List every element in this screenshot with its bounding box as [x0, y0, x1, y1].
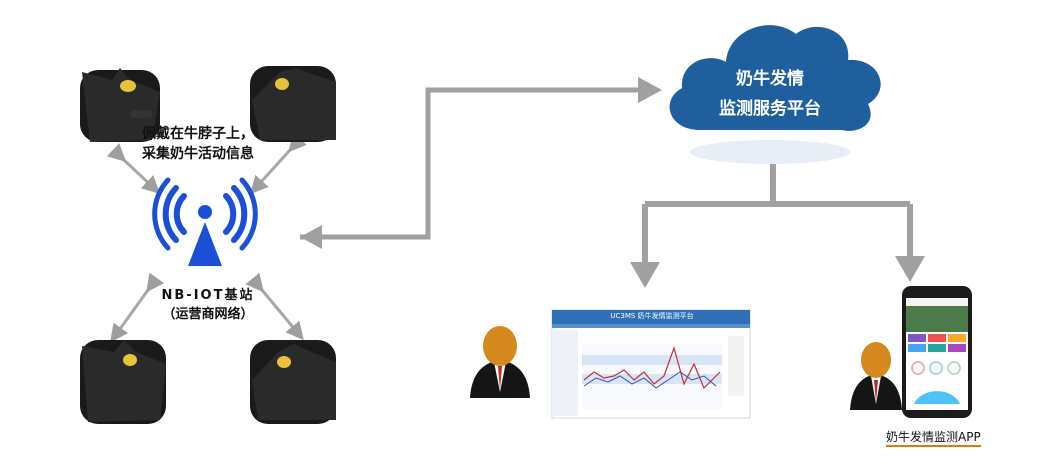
- app-caption: 奶牛发情监测APP: [886, 428, 981, 447]
- cloud-label-line2: 监测服务平台: [719, 99, 821, 119]
- web-platform-title: UC3MS 奶牛发情监测平台: [610, 312, 694, 320]
- person-icon-web: [470, 326, 530, 398]
- tower-body: [188, 205, 222, 266]
- cow-tower-arrow-br: [245, 272, 304, 341]
- cow-tower-arrow-tr: [249, 132, 307, 195]
- cloud-label: 奶牛发情 监测服务平台: [675, 64, 865, 124]
- smartphone-icon: [902, 286, 972, 418]
- monitor-icon: [551, 309, 751, 419]
- station-caption: NB-IOT基站 （运营商网络）: [148, 286, 268, 324]
- cloud-label-line1: 奶牛发情: [736, 69, 804, 89]
- cow-caption-line1: 佩戴在牛脖子上，: [142, 126, 254, 142]
- cow-caption: 佩戴在牛脖子上， 采集奶牛活动信息: [142, 124, 254, 164]
- tower-cloud-connector: [300, 77, 662, 249]
- radio-tower-icon: [152, 177, 258, 251]
- person-icon-app: [850, 342, 902, 410]
- cow-image-top-left: [80, 68, 160, 142]
- cow-image-bottom-left: [80, 340, 166, 424]
- cow-image-top-right: [250, 66, 336, 142]
- cow-tower-arrow-bl: [110, 272, 165, 343]
- station-caption-line2: （运营商网络）: [162, 307, 254, 322]
- cloud-branch-connector: [630, 140, 925, 288]
- cow-tower-arrow-tl: [106, 143, 161, 195]
- cow-image-bottom-right: [250, 340, 336, 424]
- cow-caption-line2: 采集奶牛活动信息: [142, 146, 254, 162]
- cloud-icon: [669, 25, 881, 164]
- station-caption-line1: NB-IOT基站: [161, 288, 255, 303]
